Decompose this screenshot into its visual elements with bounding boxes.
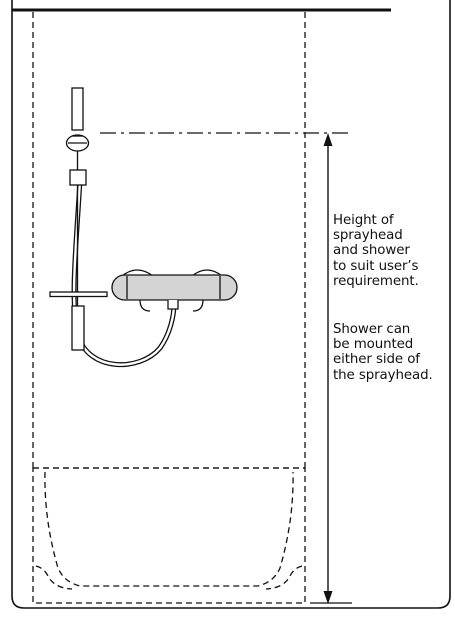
slide-bracket [69, 169, 87, 186]
riser-rail [71, 87, 85, 351]
mounting-note: Shower can be mounted either side of the… [333, 322, 433, 383]
soap-shelf [49, 291, 108, 298]
sprayhead-icon [65, 134, 90, 152]
height-note: Height of sprayhead and shower to suit u… [333, 213, 419, 289]
page-frame [11, 0, 451, 609]
mixer-outlet [167, 300, 179, 310]
shower-hose [71, 179, 177, 368]
bath-outline [32, 467, 306, 604]
height-arrow-icon [310, 133, 352, 604]
